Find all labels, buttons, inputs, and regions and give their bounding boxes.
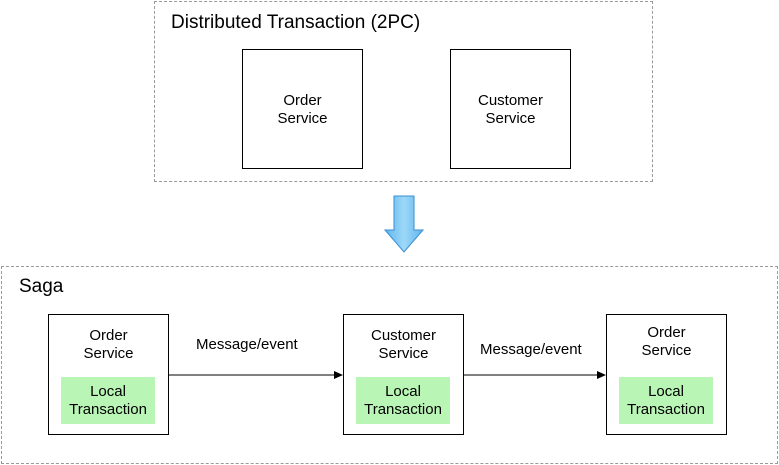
distributed-transaction-title: Distributed Transaction (2PC) — [171, 12, 421, 33]
saga-edge-2-label: Message/event — [480, 341, 582, 358]
saga-local-transaction-1: Local Transaction — [61, 377, 155, 424]
saga-local-transaction-3: Local Transaction — [619, 377, 713, 424]
saga-order-service-box-1: Order Service Local Transaction — [48, 314, 169, 435]
saga-order-service-label-1: Order Service — [83, 327, 134, 362]
saga-title: Saga — [19, 276, 64, 297]
saga-customer-service-label: Customer Service — [370, 327, 437, 362]
saga-edge-1-label: Message/event — [196, 336, 298, 353]
transition-down-arrow — [383, 195, 425, 253]
saga-customer-service-box: Customer Service Local Transaction — [343, 314, 464, 435]
saga-order-service-label-2: Order Service — [641, 324, 692, 359]
saga-edge-1-arrowhead — [334, 371, 343, 379]
top-order-service-box: Order Service — [242, 49, 363, 169]
saga-order-service-box-2: Order Service Local Transaction — [606, 314, 727, 435]
top-customer-service-label: Customer Service — [477, 92, 544, 127]
distributed-transaction-group — [154, 1, 653, 182]
top-order-service-label: Order Service — [277, 92, 328, 127]
top-customer-service-box: Customer Service — [450, 49, 571, 169]
saga-edge-2-arrowhead — [597, 371, 606, 379]
saga-local-transaction-2: Local Transaction — [356, 377, 450, 424]
saga-group — [1, 266, 778, 464]
